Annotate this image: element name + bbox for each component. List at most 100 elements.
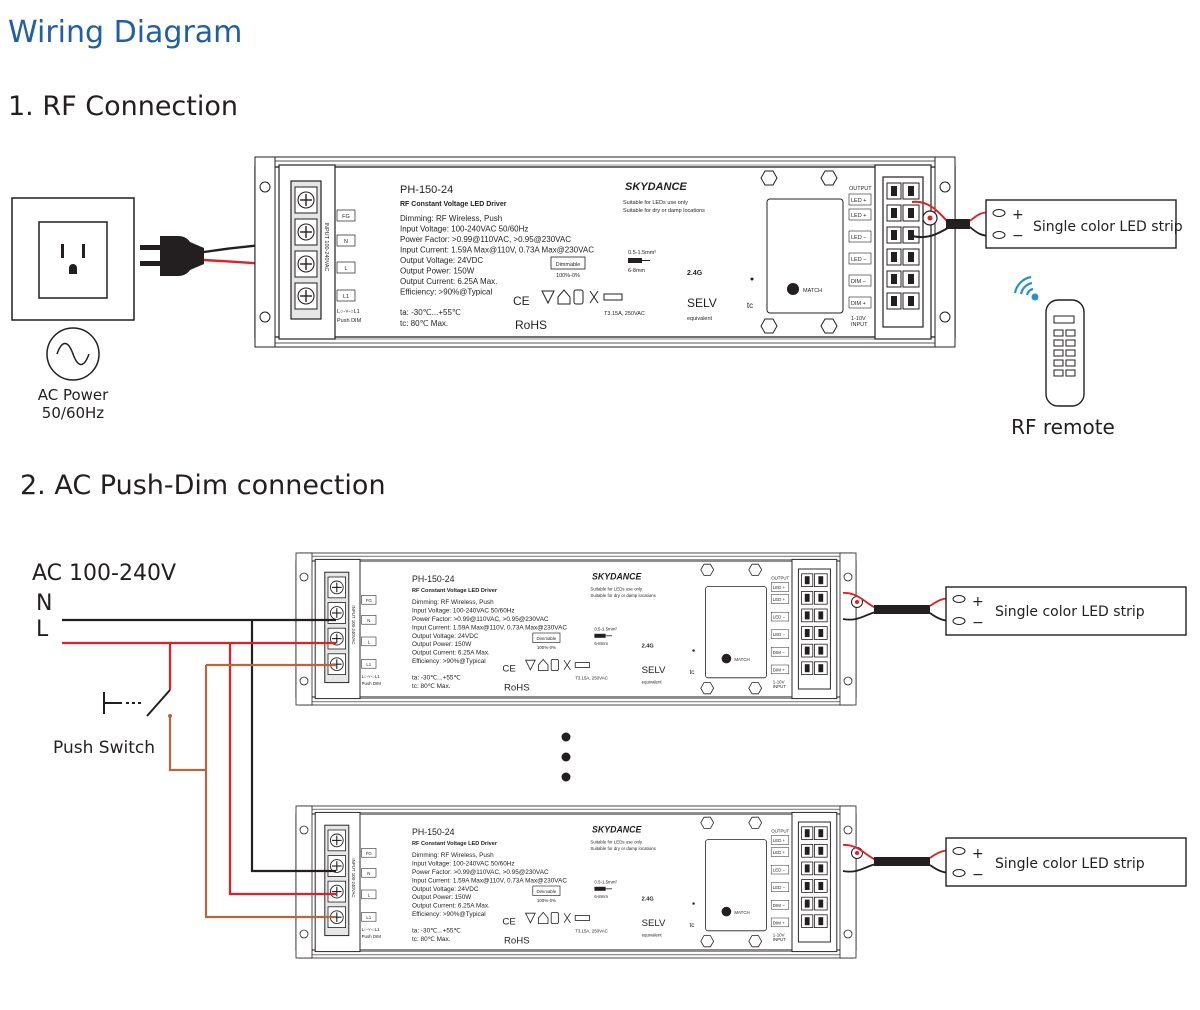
dim-1-10v: 1-10V xyxy=(851,316,866,322)
driver-temp-ta: ta: -30℃...+55℃ xyxy=(412,674,461,681)
selv-sub: equivalent xyxy=(642,679,663,684)
ac-power-label: AC Power xyxy=(38,386,109,404)
driver-spec-line: Output Voltage: 24VDC xyxy=(412,886,479,893)
push-switch-label: Push Switch xyxy=(53,738,155,758)
driver-spec-line: Efficiency: >90%@Typical xyxy=(400,288,492,297)
rohs-mark: RoHS xyxy=(504,936,530,947)
tc-mark: tc xyxy=(690,922,696,929)
output-terminal: LED + xyxy=(773,850,786,855)
ac-sine-icon xyxy=(46,327,100,381)
dim-range: 100%-0% xyxy=(556,273,580,279)
output-terminal: DIM + xyxy=(773,920,785,925)
strip-2-plus: + xyxy=(972,594,984,610)
led-strip-3: + − Single color LED strip xyxy=(945,837,1187,887)
driver-spec-line: Efficiency: >90%@Typical xyxy=(412,658,486,665)
driver-subtitle: RF Constant Voltage LED Driver xyxy=(412,841,498,847)
output-terminal: LED + xyxy=(773,597,786,602)
driver-spec-line: Power Factor: >0.99@110VAC, >0.95@230VAC xyxy=(412,616,549,623)
output-wires-3 xyxy=(842,844,953,874)
driver-spec-line: Input Current: 1.59A Max@110V, 0.73A Max… xyxy=(400,246,594,255)
input-terminal-l1: L1 xyxy=(343,294,349,300)
driver-suitable-1: Suitable for LEDs use only xyxy=(623,200,688,206)
led-strip-1: + − Single color LED strip xyxy=(985,199,1183,249)
dimmable-box: Dimmable xyxy=(556,262,581,268)
terminal-label-box xyxy=(336,261,356,274)
push-dim-label: Push DIM xyxy=(362,681,382,686)
ac-frequency-label: 50/60Hz xyxy=(42,404,105,422)
terminal-label-box xyxy=(361,868,377,878)
driver-spec-line: Input Current: 1.59A Max@110V, 0.73A Max… xyxy=(412,877,567,884)
output-label-box xyxy=(770,917,790,928)
ac-input-label: AC 100-240V xyxy=(32,561,176,586)
page-title: Wiring Diagram xyxy=(8,15,242,50)
driver-temp-ta: ta: -30℃...+55℃ xyxy=(400,308,461,317)
driver-temp-tc: tc: 80℃ Max. xyxy=(412,683,451,690)
wall-outlet-icon xyxy=(11,197,135,321)
driver-spec-line: Dimming: RF Wireless, Push xyxy=(412,852,494,859)
driver-suitable-1: Suitable for LEDs use only xyxy=(590,840,643,845)
input-terminal-n: N xyxy=(344,239,348,245)
driver-subtitle: RF Constant Voltage LED Driver xyxy=(400,201,507,208)
wire-gauge: 0.5-1.5mm² xyxy=(594,627,617,632)
terminal-label-box xyxy=(361,595,377,605)
driver-spec-line: Output Current: 6.25A Max. xyxy=(412,903,490,910)
input-terminal-l1: L1 xyxy=(366,662,371,667)
selv-sub: equivalent xyxy=(687,316,713,322)
ac-bus-wires xyxy=(62,618,336,919)
ce-mark: CE xyxy=(502,663,515,674)
terminal-label-box xyxy=(361,912,377,922)
driver-model: PH-150-24 xyxy=(400,184,453,196)
output-label-box xyxy=(770,882,790,892)
input-terminal-l1: L1 xyxy=(366,915,371,920)
output-terminal: LED + xyxy=(773,838,786,843)
terminal-label-box xyxy=(336,289,356,302)
driver-suitable-2: Suitable for dry or damp locations xyxy=(590,593,656,598)
output-terminal: LED − xyxy=(773,632,786,637)
driver-suitable-2: Suitable for dry or damp locations xyxy=(590,846,656,851)
driver-1-labels: PH-150-24 RF Constant Voltage LED DriverD… xyxy=(323,181,872,332)
push-switch-icon xyxy=(103,689,172,718)
output-terminal: DIM + xyxy=(851,301,866,307)
push-dim-label: Push DIM xyxy=(337,318,362,324)
dim-input-word: INPUT xyxy=(851,322,868,328)
output-label: OUTPUT xyxy=(771,575,789,580)
output-label-box xyxy=(770,864,790,875)
driver-spec-line: Power Factor: >0.99@110VAC, >0.95@230VAC xyxy=(400,235,571,244)
dim-range: 100%-0% xyxy=(537,898,556,903)
strip-1-minus: − xyxy=(1012,228,1024,244)
dim-1-10v: 1-10V xyxy=(773,679,785,684)
output-label-box xyxy=(770,664,790,675)
input-terminal-n: N xyxy=(367,871,370,876)
push-dim-note: L○-˅-○L1 xyxy=(362,927,381,932)
output-label-box xyxy=(848,296,872,309)
driver-spec-line: Output Current: 6.25A Max. xyxy=(412,650,490,657)
rohs-mark: RoHS xyxy=(515,318,547,332)
output-label-box xyxy=(770,900,790,910)
input-terminal-n: N xyxy=(367,618,370,623)
dim-input-word: INPUT xyxy=(773,937,786,942)
driver-spec-line: Input Voltage: 100-240VAC 50/60Hz xyxy=(412,608,515,615)
strip-length: 6-8mm xyxy=(628,268,646,274)
output-terminal: LED − xyxy=(851,257,866,263)
input-terminal-fg: FG xyxy=(342,214,350,220)
match-label: MATCH xyxy=(734,910,749,915)
driver-spec-line: Dimming: RF Wireless, Push xyxy=(400,214,502,223)
input-terminal-l: L xyxy=(344,266,347,272)
dimmable-box: Dimmable xyxy=(537,636,557,641)
rohs-mark: RoHS xyxy=(504,683,530,694)
output-terminal: LED + xyxy=(773,585,786,590)
input-terminal-l: L xyxy=(368,639,371,644)
selv-label: SELV xyxy=(642,918,666,929)
driver-spec-line: Input Current: 1.59A Max@110V, 0.73A Max… xyxy=(412,624,567,631)
driver-spec-line: Output Voltage: 24VDC xyxy=(400,256,483,265)
output-label-box xyxy=(848,193,872,206)
driver-suitable-2: Suitable for dry or damp locations xyxy=(623,208,705,214)
brand-logo: SKYDANCE xyxy=(592,571,642,581)
push-dim-note: L○-˅-○L1 xyxy=(362,674,381,679)
rf-band: 2.4G xyxy=(687,270,703,277)
terminal-label-box xyxy=(361,659,377,669)
power-plug-icon xyxy=(140,236,204,276)
driver-spec-line: Output Power: 150W xyxy=(412,894,472,901)
output-wires-2 xyxy=(842,592,953,622)
